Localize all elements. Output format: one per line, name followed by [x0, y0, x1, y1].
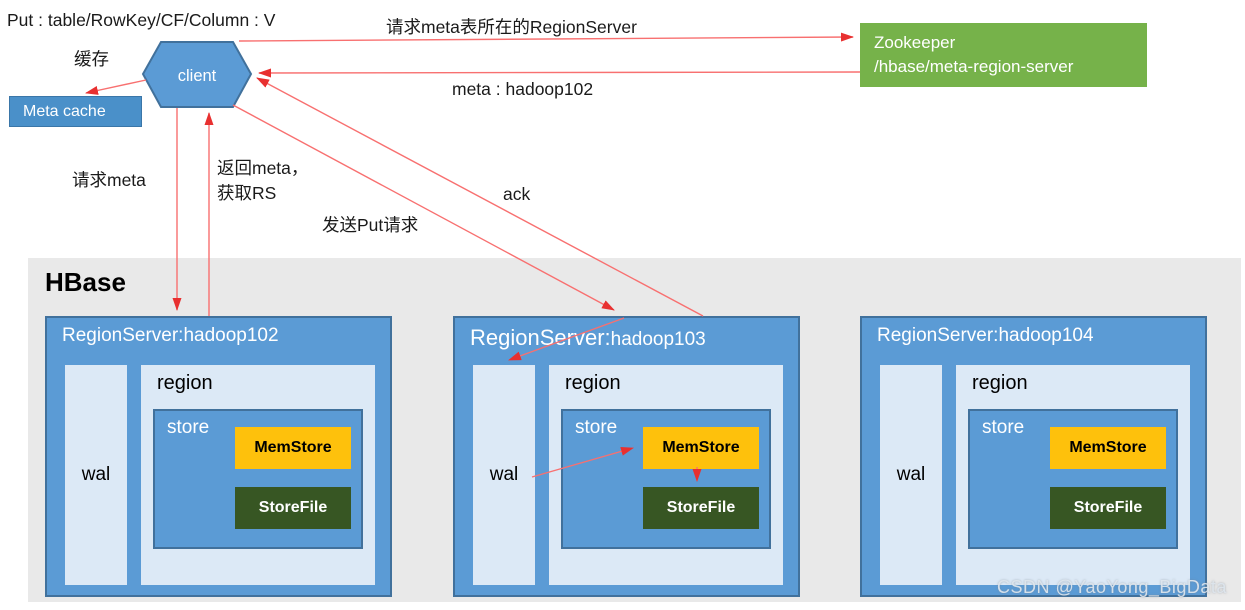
store-box: store MemStore StoreFile	[968, 409, 1178, 549]
memstore-box: MemStore	[643, 427, 759, 469]
label-return-meta-line1: 返回meta，	[217, 158, 309, 178]
label-request-meta-regionserver: 请求meta表所在的RegionServer	[386, 17, 637, 37]
region-label: region	[565, 372, 621, 394]
zookeeper-title: Zookeeper	[874, 33, 956, 52]
arrow-meta-result	[258, 68, 861, 78]
label-return-meta: 返回meta， 获取RS	[217, 156, 308, 206]
zookeeper-box: Zookeeper /hbase/meta-region-server	[860, 23, 1147, 87]
label-request-meta: 请求meta	[72, 170, 146, 190]
memstore-label: MemStore	[1069, 439, 1147, 456]
store-box: store MemStore StoreFile	[561, 409, 771, 549]
watermark: CSDN @YaoYong_BigData	[997, 577, 1227, 597]
regionserver-title-prefix: RegionServer:	[470, 325, 611, 350]
storefile-label: StoreFile	[666, 499, 736, 516]
regionserver-title: RegionServer:hadoop104	[877, 325, 1094, 347]
wal-label: wal	[81, 464, 111, 485]
store-box: store MemStore StoreFile	[153, 409, 363, 549]
label-cache: 缓存	[74, 49, 109, 69]
regionserver-title-prefix: RegionServer:	[62, 325, 184, 346]
meta-cache-label: Meta cache	[23, 102, 106, 120]
regionserver-title-prefix: RegionServer:	[877, 325, 999, 346]
label-return-meta-line2: 获取RS	[217, 183, 277, 203]
region-box: region store MemStore StoreFile	[956, 365, 1190, 585]
arrow-cache-to-meta-cache	[85, 79, 147, 95]
store-label: store	[167, 417, 210, 438]
wal-label: wal	[489, 464, 519, 485]
zookeeper-znode-path: /hbase/meta-region-server	[874, 57, 1074, 76]
store-label: store	[575, 417, 618, 438]
regionserver-title-host: hadoop102	[183, 325, 279, 346]
memstore-box: MemStore	[235, 427, 351, 469]
meta-cache-box: Meta cache	[9, 96, 142, 127]
regionserver-title-host: hadoop103	[610, 329, 706, 350]
storefile-label: StoreFile	[258, 499, 328, 516]
region-box: region store MemStore StoreFile	[141, 365, 375, 585]
regionserver-title: RegionServer:hadoop103	[470, 325, 706, 351]
put-syntax-note: Put : table/RowKey/CF/Column : V	[7, 10, 276, 30]
region-label: region	[972, 372, 1028, 394]
wal-box: wal	[473, 365, 535, 585]
regionserver-hadoop104: RegionServer:hadoop104 wal region store …	[860, 316, 1207, 597]
storefile-label: StoreFile	[1073, 499, 1143, 516]
client-hexagon	[141, 41, 253, 108]
regionserver-hadoop102: RegionServer:hadoop102 wal region store …	[45, 316, 392, 597]
client-label: client	[178, 67, 217, 85]
hbase-title: HBase	[45, 267, 126, 297]
memstore-label: MemStore	[254, 439, 332, 456]
label-meta-result: meta : hadoop102	[452, 79, 594, 99]
label-ack: ack	[503, 184, 531, 204]
regionserver-hadoop103: RegionServer:hadoop103 wal region store …	[453, 316, 800, 597]
wal-box: wal	[880, 365, 942, 585]
storefile-box: StoreFile	[643, 487, 759, 529]
storefile-box: StoreFile	[235, 487, 351, 529]
region-label: region	[157, 372, 213, 394]
region-box: region store MemStore StoreFile	[549, 365, 783, 585]
regionserver-title: RegionServer:hadoop102	[62, 325, 279, 347]
memstore-label: MemStore	[662, 439, 740, 456]
store-label: store	[982, 417, 1025, 438]
hbase-container: HBase RegionServer:hadoop102 wal region …	[28, 258, 1241, 602]
regionserver-title-host: hadoop104	[998, 325, 1094, 346]
wal-label: wal	[896, 464, 926, 485]
label-send-put: 发送Put请求	[322, 215, 419, 235]
memstore-box: MemStore	[1050, 427, 1166, 469]
storefile-box: StoreFile	[1050, 487, 1166, 529]
wal-box: wal	[65, 365, 127, 585]
